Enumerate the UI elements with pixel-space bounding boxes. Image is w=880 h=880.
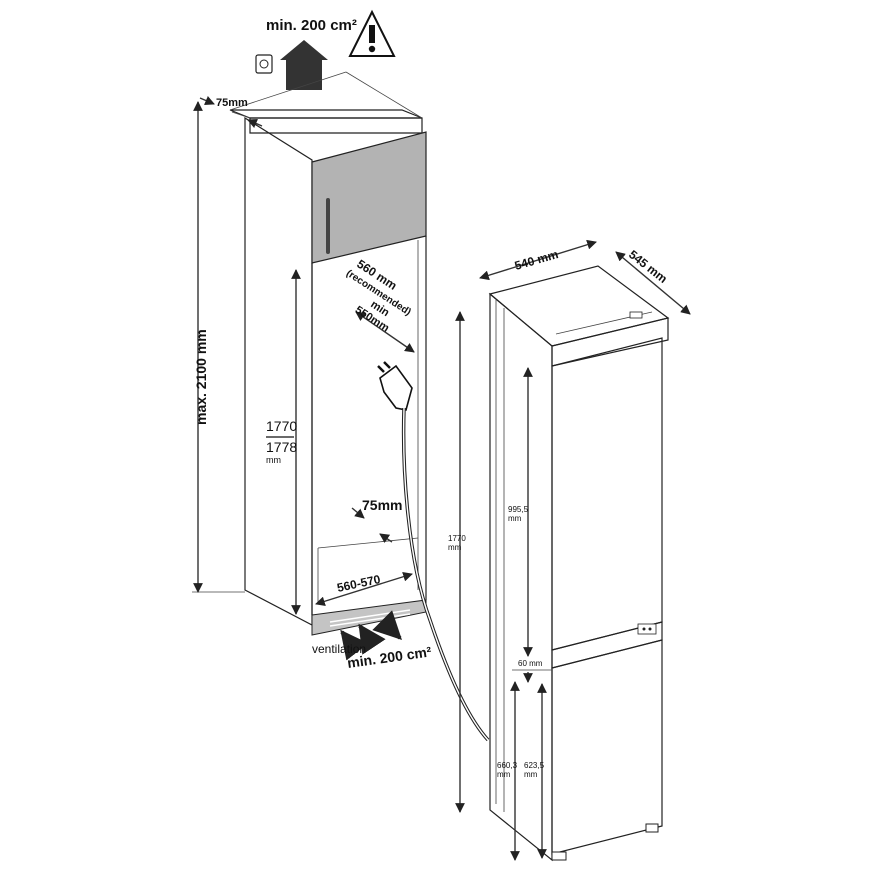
appliance-depth-dim bbox=[615, 251, 691, 315]
niche-max-height-dim bbox=[192, 101, 245, 593]
refrigerator bbox=[488, 265, 670, 862]
niche-height-unit: mm bbox=[266, 455, 281, 465]
niche-cabinet bbox=[229, 71, 427, 661]
ventilation-arrows-icon bbox=[340, 610, 402, 661]
lower-a-unit: mm bbox=[497, 770, 511, 779]
middle-gap-dim bbox=[512, 669, 552, 683]
appliance-width: 540 mm bbox=[513, 247, 560, 273]
bottom-gap-label: 75mm bbox=[362, 497, 402, 513]
upper-door-unit: mm bbox=[508, 514, 522, 523]
lower-b-value: 623,5 bbox=[524, 761, 545, 770]
rear-gap-dim bbox=[199, 96, 263, 128]
lower-b-unit: mm bbox=[524, 770, 538, 779]
socket-icon bbox=[255, 54, 273, 74]
power-plug-icon bbox=[377, 361, 413, 411]
lower-a-value: 660,3 bbox=[497, 761, 518, 770]
ventilation-label: ventilation bbox=[312, 642, 366, 656]
top-vent-arrow-icon bbox=[280, 40, 328, 90]
lower-door-dims bbox=[510, 681, 547, 861]
niche-width-dim bbox=[315, 571, 413, 607]
top-vent-area: min. 200 cm² bbox=[266, 17, 357, 34]
niche-depth-dim bbox=[355, 311, 415, 353]
bottom-gap-dim bbox=[351, 507, 393, 543]
niche-height-b: 1778 bbox=[266, 439, 297, 455]
power-cable bbox=[401, 407, 490, 742]
middle-gap-label: 60 mm bbox=[518, 659, 543, 668]
appliance-height-value: 1770 bbox=[448, 534, 466, 543]
niche-width: 560-570 bbox=[336, 572, 382, 595]
appliance-width-dim bbox=[479, 239, 597, 281]
niche-height-a: 1770 bbox=[266, 418, 297, 434]
niche-max-height: max. 2100 mm bbox=[193, 329, 209, 425]
rear-gap-label: 75mm bbox=[216, 97, 248, 109]
appliance-height-unit: mm bbox=[448, 543, 462, 552]
warning-triangle-icon bbox=[348, 9, 396, 57]
upper-door-value: 995,5 bbox=[508, 505, 529, 514]
